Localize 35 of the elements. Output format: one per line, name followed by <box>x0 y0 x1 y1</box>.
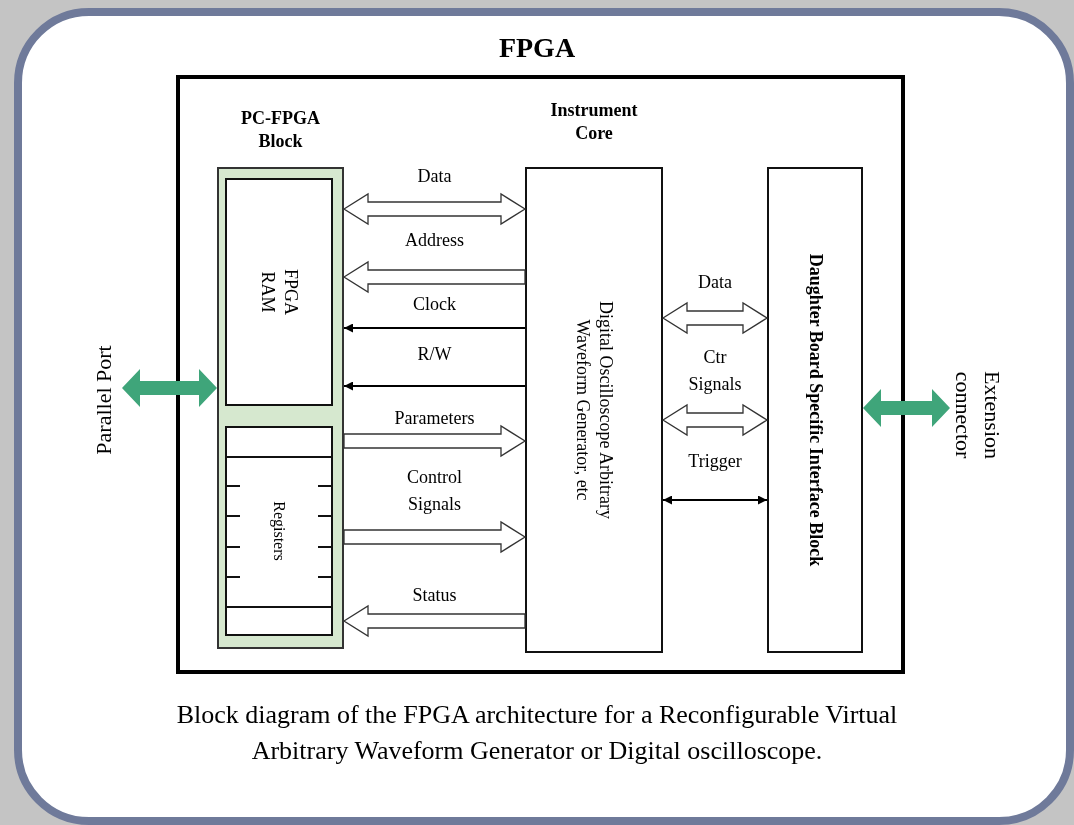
edge-label: Status <box>411 584 458 607</box>
block-label: Registers <box>269 500 290 563</box>
bus-arrow <box>122 369 217 407</box>
edge-label: Address <box>404 229 465 252</box>
block-label: FPGA RAM <box>257 268 303 317</box>
fpga-box <box>176 75 905 674</box>
ram-box <box>225 178 333 406</box>
block-heading: Instrument Core <box>549 99 639 146</box>
port-label: Extension connector <box>950 370 1006 461</box>
bus-arrow <box>342 604 526 638</box>
edge-label: Parameters <box>393 407 476 430</box>
edge-label: Data <box>416 165 453 188</box>
caption: Block diagram of the FPGA architecture for a Reconfigurable Virtual Arbitrary Waveform Generator or Digital oscilloscope. <box>175 699 899 768</box>
block-label: Daughter Board Specific Interface Block <box>804 252 827 569</box>
bus-arrow <box>863 389 950 427</box>
signal-arrow <box>662 495 768 505</box>
bus-arrow <box>661 301 769 335</box>
signal-arrow <box>343 323 526 333</box>
edge-label: Trigger <box>687 450 743 473</box>
edge-label: Control Signals <box>406 466 463 516</box>
bus-arrow <box>343 424 527 458</box>
bus-arrow <box>343 520 527 554</box>
bus-arrow <box>661 403 769 437</box>
edge-label: Data <box>697 271 733 294</box>
diagram-title: FPGA <box>497 31 577 65</box>
edge-label: Ctr Signals <box>687 346 743 396</box>
block-heading: PC-FPGA Block <box>240 107 321 154</box>
interface-block <box>767 167 863 653</box>
port-label: Parallel Port <box>89 344 117 457</box>
block-label: Digital Oscilloscope Arbitrary Waveform Generator, etc <box>572 300 618 521</box>
bus-arrow <box>342 192 527 226</box>
edge-label: R/W <box>416 343 453 366</box>
signal-arrow <box>343 381 526 391</box>
edge-label: Clock <box>412 293 457 316</box>
bus-arrow <box>342 260 526 294</box>
